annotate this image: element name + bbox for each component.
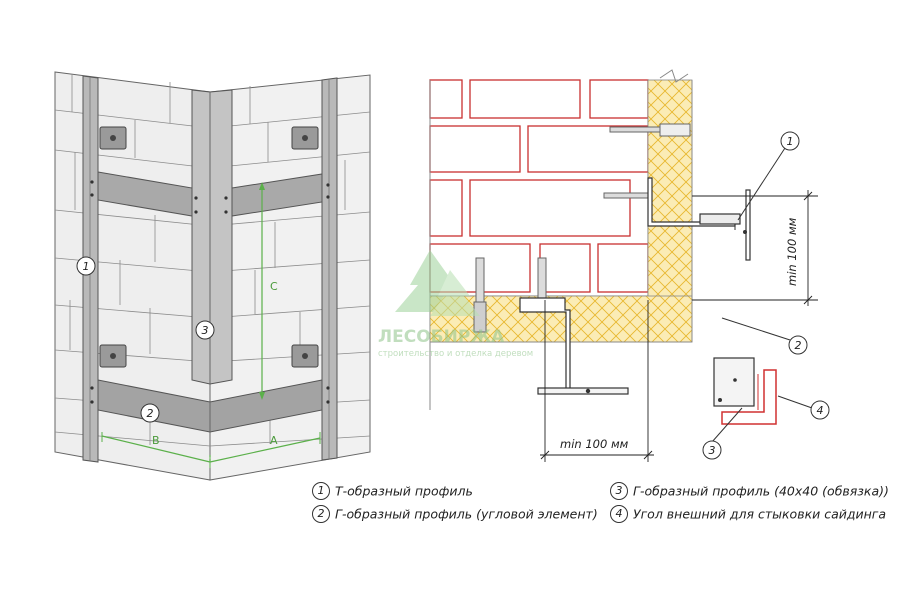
green-dimensions: [101, 182, 321, 468]
svg-text:1: 1: [787, 135, 794, 148]
dim-horizontal-label: min 100 мм: [560, 437, 629, 451]
svg-text:2: 2: [147, 407, 154, 420]
callout-1-section: 1: [780, 131, 800, 151]
dim-vertical: [692, 190, 818, 306]
callout-2-left: 2: [140, 403, 160, 423]
corner-profile-3: [191, 89, 233, 385]
callout-3-section: 3: [702, 440, 722, 460]
section-brackets: [519, 177, 755, 407]
corner-perspective-view: C B A 1 3 2: [54, 71, 371, 481]
label-c: C: [270, 280, 278, 293]
label-b: B: [152, 434, 160, 447]
callout-2-section: 2: [788, 335, 808, 355]
watermark-logo: ЛЕСОБИРЖА строительство и отделка дерево…: [378, 250, 533, 359]
brick-lines: [429, 79, 649, 293]
upper-horizontal-profile-left: [97, 171, 193, 217]
svg-text:4: 4: [817, 404, 824, 417]
svg-text:1: 1: [83, 260, 90, 273]
svg-text:ЛЕСОБИРЖА: ЛЕСОБИРЖА: [378, 327, 505, 347]
legend-text-1: Т-образный профиль: [335, 483, 473, 499]
dim-vertical-label: min 100 мм: [785, 217, 799, 286]
left-wall-blocks: [54, 74, 211, 447]
callout-3-left: 3: [195, 320, 215, 340]
upper-horizontal-profile-right: [231, 173, 323, 217]
label-a: A: [270, 434, 278, 447]
corner-cross-section: min 100 мм min 100 мм 1 2 3: [429, 69, 830, 462]
t-profile-right: [321, 77, 338, 461]
screw-dots: [90, 180, 330, 404]
dowels: [473, 123, 691, 333]
legend-text-2: Г-образный профиль (угловой элемент): [335, 506, 598, 522]
svg-text:строительство и отделка дерево: строительство и отделка деревом: [378, 349, 533, 359]
legend-text-3: Г-образный профиль (40х40 (обвязка)): [633, 483, 889, 499]
svg-text:2: 2: [795, 339, 802, 352]
callout-4-section: 4: [810, 400, 830, 420]
svg-text:3: 3: [202, 324, 209, 337]
leader-lines: [711, 147, 813, 443]
legend-text-4: Угол внешний для стыковки сайдинга: [633, 506, 887, 522]
callout-1-left: 1: [76, 256, 96, 276]
siding-corner-red: [721, 369, 777, 425]
dim-horizontal: [540, 300, 654, 462]
svg-text:3: 3: [709, 444, 716, 457]
